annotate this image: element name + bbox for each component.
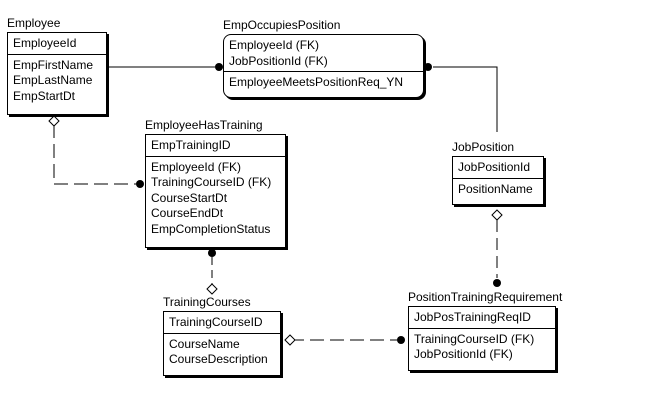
entity-name: EmpOccupiesPosition xyxy=(223,18,341,32)
attribute: EmpStartDt xyxy=(13,88,76,103)
key-section: JobPositionId xyxy=(453,157,543,179)
entity-box[interactable]: JobPositionId PositionName xyxy=(452,156,544,205)
entity-name: EmployeeHasTraining xyxy=(145,118,263,132)
key-section: EmployeeId xyxy=(8,33,106,55)
entity-name: PositionTrainingRequirement xyxy=(408,290,563,304)
key-section: TrainingCourseID xyxy=(164,312,280,334)
key-attribute: EmployeeId xyxy=(13,36,77,50)
many-end-dot xyxy=(208,249,216,257)
attribute: CourseStartDt xyxy=(151,190,228,205)
attribute: CourseDescription xyxy=(169,352,268,366)
attribute: EmpCompletionStatus xyxy=(151,221,271,236)
attribute: EmployeeMeetsPositionReq_YN xyxy=(229,75,404,89)
key-section: JobPosTrainingReqID xyxy=(409,307,555,329)
attribute-section: PositionName xyxy=(453,179,543,200)
key-section: EmployeeId (FK) JobPositionId (FK) xyxy=(224,35,423,72)
attribute: EmpFirstName xyxy=(13,57,94,72)
key-attribute: JobPosTrainingReqID xyxy=(414,310,531,324)
key-attribute: JobPositionId (FK) xyxy=(229,53,328,68)
entity-box[interactable]: EmployeeId (FK) JobPositionId (FK) Emplo… xyxy=(223,34,424,98)
key-attribute: EmployeeId (FK) xyxy=(229,38,320,52)
attribute: TrainingCourseID (FK) xyxy=(414,331,535,346)
entity-name: JobPosition xyxy=(452,140,515,154)
attribute-section: CourseName CourseDescription xyxy=(164,334,280,370)
many-end-dot xyxy=(493,279,501,287)
attribute-section: EmpFirstName EmpLastName EmpStartDt xyxy=(8,55,106,107)
rel-jobposition-empoccupiesposition xyxy=(433,66,498,132)
attribute: JobPositionId (FK) xyxy=(414,347,513,361)
key-attribute: JobPositionId xyxy=(458,160,531,174)
key-section: EmpTrainingID xyxy=(146,135,285,157)
entity-box[interactable]: TrainingCourseID CourseName CourseDescri… xyxy=(163,311,281,376)
many-end-dot xyxy=(397,336,405,344)
attribute-section: TrainingCourseID (FK) JobPositionId (FK) xyxy=(409,329,555,365)
diamond-icon xyxy=(491,209,503,221)
attribute: CourseName xyxy=(169,336,240,351)
rel-employee-employeehastraining xyxy=(53,124,136,185)
many-end-dot xyxy=(424,63,432,71)
attribute: PositionName xyxy=(458,181,533,196)
key-attribute: EmpTrainingID xyxy=(151,138,231,152)
entity-name: TrainingCourses xyxy=(163,295,251,309)
diamond-icon xyxy=(206,283,218,295)
key-attribute: TrainingCourseID xyxy=(169,315,263,329)
entity-box[interactable]: EmpTrainingID EmployeeId (FK) TrainingCo… xyxy=(145,134,286,248)
attribute-section: EmployeeId (FK) TrainingCourseID (FK) Co… xyxy=(146,157,285,240)
many-end-dot xyxy=(136,180,144,188)
diamond-icon xyxy=(48,115,60,127)
entity-box[interactable]: JobPosTrainingReqID TrainingCourseID (FK… xyxy=(408,306,556,371)
attribute: EmpLastName xyxy=(13,73,93,87)
attribute: EmployeeId (FK) xyxy=(151,159,242,174)
attribute: CourseEndDt xyxy=(151,206,224,220)
entity-name: Employee xyxy=(7,16,61,30)
attribute-section: EmployeeMeetsPositionReq_YN xyxy=(224,72,423,93)
attribute: TrainingCourseID (FK) xyxy=(151,175,272,189)
diamond-icon xyxy=(284,334,296,346)
many-end-dot xyxy=(215,63,223,71)
entity-box[interactable]: EmployeeId EmpFirstName EmpLastName EmpS… xyxy=(7,32,107,115)
